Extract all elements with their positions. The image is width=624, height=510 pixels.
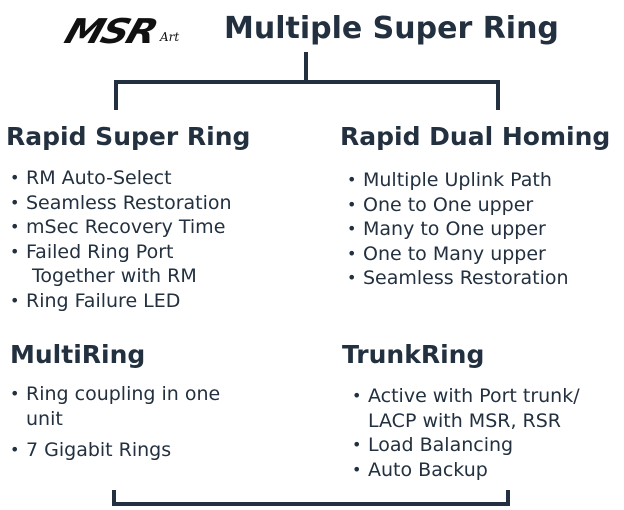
list-item: Load Balancing xyxy=(352,433,580,458)
list-trunkring: Active with Port trunk/ LACP with MSR, R… xyxy=(352,384,580,482)
section-title-trunkring: TrunkRing xyxy=(342,340,485,369)
list-item: mSec Recovery Time xyxy=(10,215,232,240)
connector-bar-top xyxy=(114,80,500,84)
list-item: 7 Gigabit Rings xyxy=(10,438,220,463)
connector-bottom-right-rise xyxy=(506,490,510,506)
list-item: LACP with MSR, RSR xyxy=(368,409,561,432)
connector-bar-bottom xyxy=(112,502,510,506)
connector-bottom-left-rise xyxy=(112,490,116,506)
list-item: Failed Ring Port xyxy=(10,240,232,265)
list-item: RM Auto-Select xyxy=(10,166,232,191)
diagram-title: Multiple Super Ring xyxy=(224,11,559,46)
msr-logo: MSR xyxy=(60,11,224,52)
list-item: Seamless Restoration xyxy=(347,266,569,291)
connector-left-drop xyxy=(114,80,118,110)
logo-suffix: Art xyxy=(160,30,180,44)
list-item: Ring Failure LED xyxy=(10,289,232,314)
list-item: Seamless Restoration xyxy=(10,191,232,216)
list-rapid-dual-homing: Multiple Uplink Path One to One upper Ma… xyxy=(347,168,569,291)
connector-right-drop xyxy=(496,80,500,110)
list-item: Together with RM xyxy=(32,265,197,287)
logo-text: MSR xyxy=(60,11,162,51)
section-title-multiring: MultiRing xyxy=(10,340,146,369)
list-item: One to One upper xyxy=(347,193,569,218)
list-item: One to Many upper xyxy=(347,242,569,267)
section-title-rapid-super-ring: Rapid Super Ring xyxy=(6,122,251,151)
connector-stem-top xyxy=(304,52,308,82)
list-item: Ring coupling in one xyxy=(10,382,220,407)
list-rapid-super-ring: RM Auto-Select Seamless Restoration mSec… xyxy=(10,166,232,313)
list-item: Active with Port trunk/ xyxy=(352,384,580,409)
list-item: Multiple Uplink Path xyxy=(347,168,569,193)
list-item: Auto Backup xyxy=(352,458,580,483)
list-item: Many to One upper xyxy=(347,217,569,242)
list-multiring: Ring coupling in one unit 7 Gigabit Ring… xyxy=(10,382,220,463)
section-title-rapid-dual-homing: Rapid Dual Homing xyxy=(340,122,611,151)
list-item: unit xyxy=(26,407,63,430)
